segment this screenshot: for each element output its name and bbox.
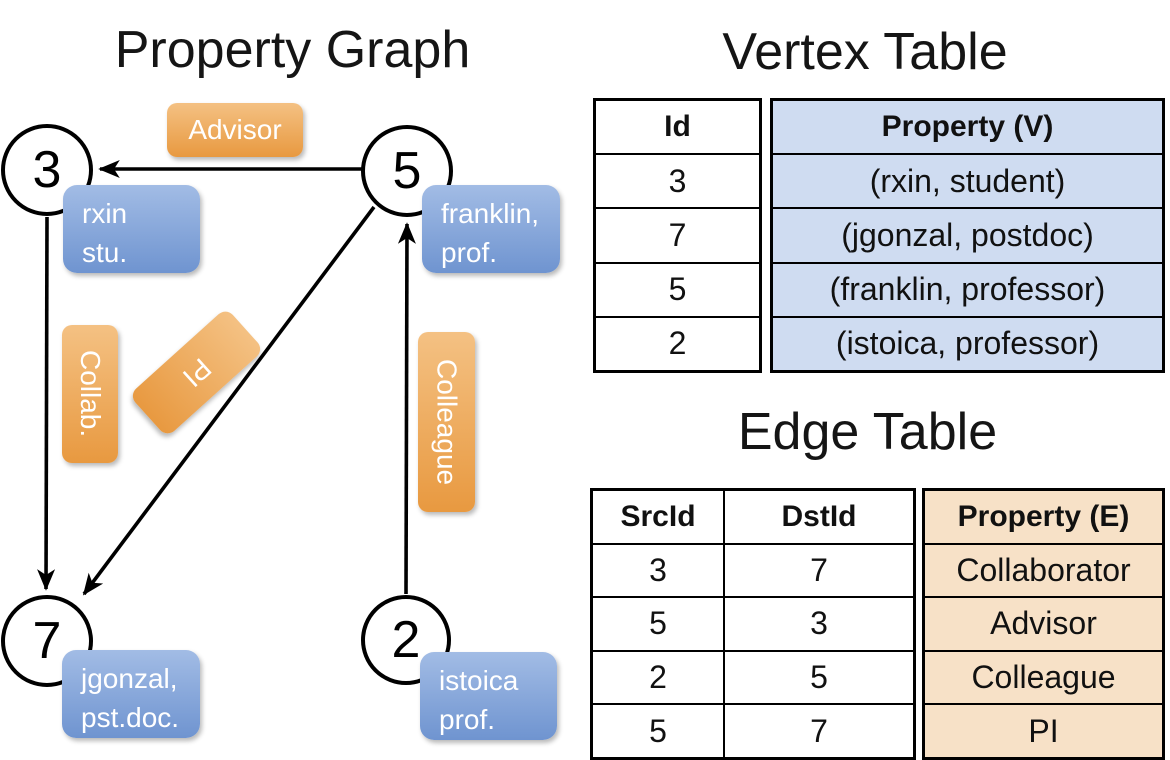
edge-table-property-column: Property (E) Collaborator Advisor Collea… (922, 488, 1165, 760)
edge-label-collab: Collab. (62, 325, 118, 463)
edge-arrow-pi-5-to-7 (82, 205, 376, 596)
edge-table-srcid-cell: 2 (593, 649, 723, 704)
edge-table-srcid-cell: 5 (593, 596, 723, 650)
edge-table-dstid-cell: 5 (725, 649, 913, 704)
edge-table-dstid-cell: 7 (725, 703, 913, 757)
edge-label-advisor-text: Advisor (188, 114, 282, 145)
edge-label-pi-text: PI (176, 352, 218, 394)
edge-table-header-srcid: SrcId (620, 499, 696, 533)
vertex-table-property-cell: (istoica, professor) (773, 315, 1162, 370)
vertex-table-id-cell: 2 (596, 315, 759, 370)
edge-table-dstid-cell: 3 (725, 596, 913, 650)
edge-table-header-property: Property (E) (957, 499, 1130, 533)
vertex-label-franklin: franklin, prof. (422, 185, 560, 273)
edge-arrow-collab-3-to-7 (37, 216, 56, 591)
vertex-table-property-column: Property (V) (rxin, student) (jgonzal, p… (770, 98, 1165, 373)
property-graph-title: Property Graph (114, 21, 471, 79)
vertex-label-jgonzal: jgonzal, pst.doc. (62, 650, 200, 738)
vertex-label-jgonzal-line1: jgonzal, (81, 663, 178, 694)
vertex-label-istoica: istoica prof. (420, 652, 557, 740)
vertex-label-rxin-line1: rxin (82, 198, 128, 229)
vertex-table-id-cell: 5 (596, 261, 759, 316)
vertex-table-property-cell: (rxin, student) (773, 153, 1162, 207)
edge-table-id-columns: SrcId 3 5 2 5 DstId 7 3 5 7 (590, 488, 916, 760)
vertex-label-istoica-line2: prof. (439, 704, 496, 736)
vertex-table-id-column: Id 3 7 5 2 (593, 98, 762, 373)
edge-table-srcid-cell: 5 (593, 703, 723, 757)
vertex-label-rxin-line2: stu. (82, 237, 128, 269)
edge-label-colleague: Colleague (418, 332, 475, 512)
vertex-label-franklin-line2: prof. (441, 237, 498, 269)
edge-table-dstid-cell: 7 (725, 542, 913, 597)
vertex-label-rxin: rxin stu. (63, 185, 200, 273)
edge-table-property-cell: Colleague (925, 649, 1162, 704)
edge-table-dstid-column: DstId 7 3 5 7 (725, 491, 913, 757)
vertex-table-property-cell: (jgonzal, postdoc) (773, 207, 1162, 261)
edge-table-title: Edge Table (737, 403, 998, 461)
edge-table: SrcId 3 5 2 5 DstId 7 3 5 7 Property (E)… (590, 488, 1165, 760)
vertex-label-jgonzal-line2: pst.doc. (81, 702, 180, 734)
vertex-table-property-cell: (franklin, professor) (773, 261, 1162, 316)
edge-table-property-cell: PI (925, 703, 1162, 757)
edge-label-colleague-text: Colleague (431, 358, 463, 486)
vertex-table-id-cell: 7 (596, 207, 759, 261)
vertex-table: Id 3 7 5 2 Property (V) (rxin, student) … (593, 98, 1165, 373)
edge-table-property-cell: Collaborator (925, 542, 1162, 597)
vertex-table-title: Vertex Table (722, 23, 1008, 81)
edge-arrow-colleague-2-to-5 (397, 222, 416, 595)
vertex-table-header-property: Property (V) (881, 110, 1054, 144)
edge-label-collab-text: Collab. (75, 350, 106, 438)
edge-table-srcid-cell: 3 (593, 542, 723, 597)
edge-label-advisor: Advisor (167, 103, 303, 157)
vertex-table-id-cell: 3 (596, 153, 759, 207)
edge-table-property-cell: Advisor (925, 596, 1162, 650)
node-2: 2 (361, 595, 451, 685)
vertex-label-franklin-line1: franklin, (441, 198, 540, 229)
edge-table-srcid-column: SrcId 3 5 2 5 (593, 491, 725, 757)
graph-edges (37, 160, 416, 596)
vertex-table-header-id: Id (664, 110, 691, 144)
node-5: 5 (361, 125, 453, 217)
vertex-label-istoica-line1: istoica (439, 665, 519, 696)
edge-table-header-dstid: DstId (781, 499, 857, 533)
